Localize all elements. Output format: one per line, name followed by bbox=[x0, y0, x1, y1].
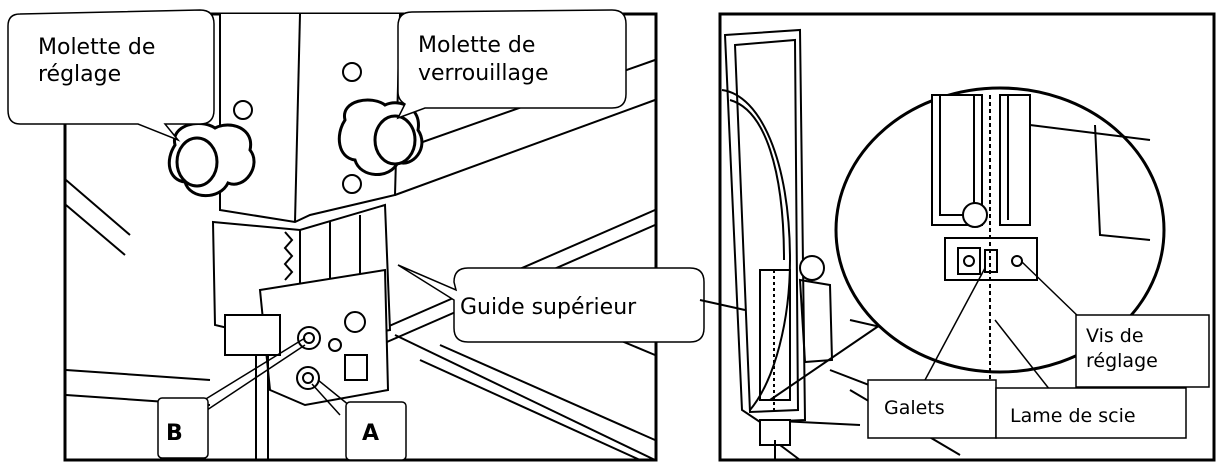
marker-a: A bbox=[311, 379, 407, 461]
blade-guide-overview-drawing bbox=[699, 28, 961, 461]
lock-knob-label-line1: Molette de bbox=[418, 33, 535, 58]
label-saw-blade: Lame de scie bbox=[995, 387, 1187, 439]
adjust-screw-label-line1: Vis de bbox=[1086, 325, 1144, 347]
left-panel: Molette de réglage Molette de verrouilla… bbox=[7, 9, 705, 462]
leader-lines bbox=[924, 261, 1083, 391]
label-adjust-screw: Vis de réglage bbox=[1075, 314, 1210, 388]
adjust-knob-label-line2: réglage bbox=[38, 62, 121, 87]
callout-adjust-knob: Molette de réglage bbox=[7, 9, 215, 142]
callout-lock-knob: Molette de verrouillage bbox=[396, 9, 627, 120]
right-panel: Vis de réglage Galets Lame de scie bbox=[699, 12, 1216, 462]
upper-guide-label: Guide supérieur bbox=[460, 295, 637, 320]
marker-a-label: A bbox=[362, 421, 379, 446]
saw-blade-label: Lame de scie bbox=[1010, 405, 1136, 427]
adjust-screw-label-line2: réglage bbox=[1086, 350, 1158, 372]
rollers-label: Galets bbox=[884, 397, 945, 419]
bandsaw-upper-guide-drawing bbox=[65, 13, 656, 461]
marker-b-label: B bbox=[166, 421, 183, 446]
lock-knob-label-line2: verrouillage bbox=[418, 61, 549, 86]
adjust-knob-label-line1: Molette de bbox=[38, 35, 155, 60]
marker-b: B bbox=[157, 337, 306, 459]
magnified-detail bbox=[834, 86, 1166, 380]
label-rollers: Galets bbox=[867, 379, 997, 439]
callout-upper-guide: Guide supérieur bbox=[397, 264, 705, 343]
